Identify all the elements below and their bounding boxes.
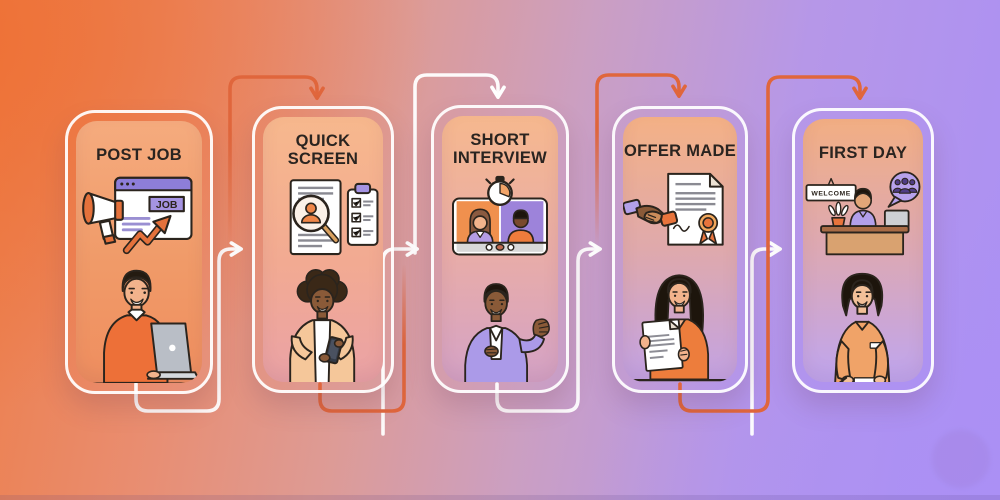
smile <box>130 298 144 306</box>
step-card-quick-screen: QUICK SCREEN <box>252 106 394 393</box>
man-working-on-laptop-illustration <box>83 269 200 383</box>
card-body: FIRST DAY WELCOME <box>803 119 923 382</box>
megaphone-job-posting-icon: JOB <box>82 176 193 255</box>
certificate-document <box>667 173 724 246</box>
arrow-short-interview-to-offer-made <box>495 241 602 413</box>
illustration-wrap <box>442 274 558 382</box>
icon-wrap: JOB <box>77 172 201 265</box>
receptionist <box>849 187 877 228</box>
step-card-short-interview: SHORT INTERVIEW <box>431 105 569 393</box>
potted-plant <box>828 201 849 228</box>
faint-watermark-circle <box>932 430 990 488</box>
stopwatch-icon <box>485 176 515 207</box>
arrow-offer-made-to-first-day <box>750 241 782 436</box>
hand <box>146 370 161 380</box>
job-browser-window: JOB <box>114 176 193 241</box>
hand <box>318 353 331 363</box>
pen <box>839 376 848 382</box>
megaphone-icon <box>82 192 124 245</box>
step-title: OFFER MADE <box>623 142 737 160</box>
arrow-post-job-to-quick-screen <box>134 241 243 413</box>
illustration-wrap <box>623 261 737 382</box>
arrow-down-onto-short-interview <box>413 73 506 255</box>
growth-arrow <box>122 215 172 255</box>
woman-with-phone-illustration <box>289 269 356 382</box>
step-title: QUICK SCREEN <box>287 132 359 169</box>
orange-loop-under-quick-screen <box>318 264 406 413</box>
handshake-and-certificate-icon <box>623 173 724 246</box>
card-body: SHORT INTERVIEW <box>442 116 558 382</box>
arrow-quick-screen-to-short-interview <box>381 241 419 436</box>
fringe <box>850 279 874 295</box>
step-card-first-day: FIRST DAY WELCOME <box>792 108 934 393</box>
hair <box>121 269 152 293</box>
white-top <box>313 319 332 382</box>
collar <box>854 320 870 331</box>
icon-wrap <box>623 168 737 261</box>
hair <box>483 283 509 303</box>
welcome-sign-label: WELCOME <box>811 191 850 198</box>
illustration-wrap <box>263 267 383 382</box>
handshake-icon <box>623 199 679 227</box>
resume-magnifier-checklist-icon <box>289 179 379 256</box>
icon-wrap <box>263 176 383 267</box>
man-gesturing-illustration <box>464 283 550 382</box>
hand <box>639 335 651 350</box>
fringe <box>666 278 692 294</box>
caller-man <box>507 209 535 244</box>
icon-wrap: WELCOME <box>803 170 923 267</box>
job-badge <box>148 196 185 213</box>
caller-woman <box>466 208 494 244</box>
card-body: POST JOB JOB <box>76 121 202 383</box>
icon-wrap <box>442 175 558 274</box>
hand <box>333 339 345 349</box>
illustration-wrap <box>76 265 202 383</box>
job-badge-label: JOB <box>156 200 178 211</box>
step-title: FIRST DAY <box>818 144 908 162</box>
reception-desk <box>820 225 910 256</box>
arrow-down-onto-quick-screen <box>228 75 325 244</box>
bottom-edge-shade <box>0 495 1000 500</box>
offer-letter <box>641 318 684 372</box>
card-body: QUICK SCREEN <box>263 117 383 382</box>
magnifier-candidate <box>292 194 340 244</box>
paper <box>853 377 878 382</box>
raised-arm <box>518 333 546 354</box>
face <box>484 290 508 317</box>
welcome-reception-desk-icon: WELCOME <box>805 171 921 256</box>
smile <box>674 300 686 307</box>
step-title: SHORT INTERVIEW <box>452 131 548 168</box>
checklist-clipboard <box>346 183 379 247</box>
woman-holding-offer-letter-illustration <box>627 274 733 382</box>
hand <box>873 375 887 382</box>
video-call-window <box>452 197 548 256</box>
illustration-wrap <box>803 267 923 382</box>
arrow-down-onto-offer-made <box>595 73 687 246</box>
video-call-with-timer-icon <box>452 176 548 256</box>
ribbon-seal <box>698 213 719 245</box>
left-arm <box>290 335 313 361</box>
step-card-post-job: POST JOB JOB <box>65 110 213 394</box>
arrow-down-onto-first-day <box>678 75 868 413</box>
welcome-sign: WELCOME <box>805 178 857 202</box>
signature <box>672 224 690 232</box>
step-card-offer-made: OFFER MADE <box>612 106 748 393</box>
team-speech-bubble <box>887 171 921 208</box>
smile <box>316 306 329 313</box>
smile <box>856 301 868 308</box>
card-body: OFFER MADE <box>623 117 737 382</box>
step-title: POST JOB <box>96 146 182 164</box>
hand-on-chest <box>484 345 499 358</box>
collar <box>127 308 146 322</box>
woman-signing-papers-illustration <box>834 272 891 382</box>
